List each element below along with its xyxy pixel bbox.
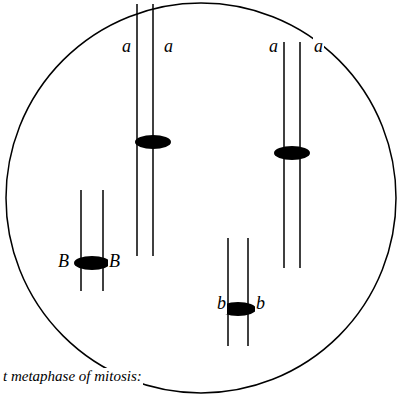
centromere xyxy=(74,256,110,270)
centromere xyxy=(274,146,310,160)
allele-label: a xyxy=(268,37,279,57)
allele-label: a xyxy=(313,37,324,57)
cell-outline xyxy=(6,3,396,393)
chromosome xyxy=(137,4,153,256)
allele-label: B xyxy=(108,252,121,272)
chromosome xyxy=(81,190,103,291)
allele-label: a xyxy=(121,37,132,57)
allele-label: B xyxy=(57,252,70,272)
allele-label: b xyxy=(255,294,266,314)
caption-text: t metaphase of mitosis: xyxy=(2,368,143,385)
chromosome xyxy=(228,238,248,346)
allele-label: b xyxy=(216,294,227,314)
centromere xyxy=(135,135,171,149)
allele-label: a xyxy=(163,37,174,57)
